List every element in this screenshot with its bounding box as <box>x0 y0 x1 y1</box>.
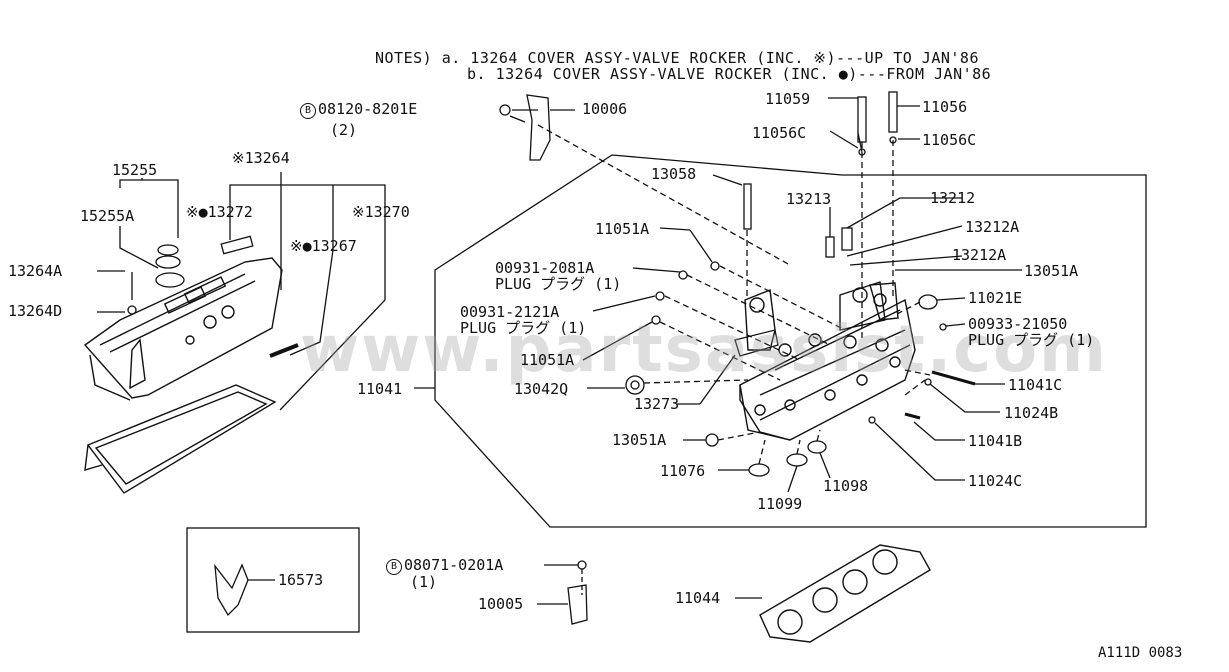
part-label-10005[interactable]: 10005 <box>478 595 524 613</box>
rocker-gasket <box>84 384 277 494</box>
part-label-11056c-right[interactable]: 11056C <box>922 131 977 149</box>
part-label-11051a-1[interactable]: 11051A <box>595 220 650 238</box>
bracket-10005 <box>567 584 588 625</box>
part-label-13051a-right[interactable]: 13051A <box>1024 262 1079 280</box>
part-label-15255a[interactable]: 15255A <box>80 207 135 225</box>
part-label-13058[interactable]: 13058 <box>651 165 697 183</box>
head-gasket-11044 <box>759 544 931 643</box>
part-label-11024c[interactable]: 11024C <box>968 472 1023 490</box>
plug-desc-2: PLUG プラグ (1) <box>460 319 587 337</box>
part-qty-08120: (2) <box>330 121 358 139</box>
rocker-cover <box>83 257 283 401</box>
part-label-13270[interactable]: ※13270 <box>352 203 410 221</box>
part-label-11044[interactable]: 11044 <box>675 589 721 607</box>
part-label-16573[interactable]: 16573 <box>278 571 324 589</box>
part-label-10006[interactable]: 10006 <box>582 100 628 118</box>
part-label-13051a-left[interactable]: 13051A <box>612 431 667 449</box>
part-label-11056c-left[interactable]: 11056C <box>752 124 807 142</box>
bracket-10006 <box>526 94 551 161</box>
part-label-11041[interactable]: 11041 <box>357 380 403 398</box>
part-label-11059[interactable]: 11059 <box>765 90 811 108</box>
part-label-11076[interactable]: 11076 <box>660 462 706 480</box>
part-label-11024b[interactable]: 11024B <box>1004 404 1059 422</box>
part-label-13273[interactable]: 13273 <box>634 395 680 413</box>
part-qty-08071: (1) <box>410 573 438 591</box>
watermark: www.partsassist.com <box>300 313 1108 387</box>
part-label-11041b[interactable]: 11041B <box>968 432 1023 450</box>
cylinder-head-frame <box>434 154 1147 528</box>
plug-desc-1: PLUG プラグ (1) <box>495 275 622 293</box>
part-label-13213[interactable]: 13213 <box>786 190 832 208</box>
oil-filler-cap <box>155 244 185 288</box>
part-label-13264a[interactable]: 13264A <box>8 262 63 280</box>
part-label-00931-2121a[interactable]: 00931-2121A <box>460 303 560 321</box>
part-label-11041c[interactable]: 11041C <box>1008 376 1063 394</box>
plug-desc-3: PLUG プラグ (1) <box>968 331 1095 349</box>
note-line-a: NOTES) a. 13264 COVER ASSY-VALVE ROCKER … <box>375 49 979 67</box>
note-line-b: b. 13264 COVER ASSY-VALVE ROCKER (INC. ●… <box>467 65 992 83</box>
part-label-00933-21050[interactable]: 00933-21050 <box>968 315 1068 333</box>
part-label-11051a-2[interactable]: 11051A <box>520 351 575 369</box>
sensor-16573 <box>214 563 249 617</box>
rocker-cover-tree <box>229 184 386 225</box>
part-label-13042q[interactable]: 13042Q <box>514 380 569 398</box>
part-label-11056[interactable]: 11056 <box>922 98 968 116</box>
diagram-code: A111D 0083 <box>1098 645 1183 661</box>
part-label-13264[interactable]: ※13264 <box>232 149 290 167</box>
part-label-13212a-2[interactable]: 13212A <box>952 246 1007 264</box>
part-label-15255[interactable]: 15255 <box>112 161 158 179</box>
sensor-inset-frame <box>186 527 360 633</box>
part-label-13212[interactable]: 13212 <box>930 189 976 207</box>
part-label-11099[interactable]: 11099 <box>757 495 803 513</box>
cylinder-head <box>739 281 916 441</box>
part-label-13212a-1[interactable]: 13212A <box>965 218 1020 236</box>
part-label-11021e[interactable]: 11021E <box>968 289 1023 307</box>
part-label-00931-2081a[interactable]: 00931-2081A <box>495 259 595 277</box>
part-label-13267[interactable]: ※●13267 <box>290 237 357 255</box>
part-label-13272[interactable]: ※●13272 <box>186 203 253 221</box>
bolt-marker-icon: B <box>300 103 316 119</box>
part-label-13264d[interactable]: 13264D <box>8 302 63 320</box>
part-label-11098[interactable]: 11098 <box>823 477 869 495</box>
seal-13042q <box>625 375 645 395</box>
bolt-marker-icon: B <box>386 559 402 575</box>
